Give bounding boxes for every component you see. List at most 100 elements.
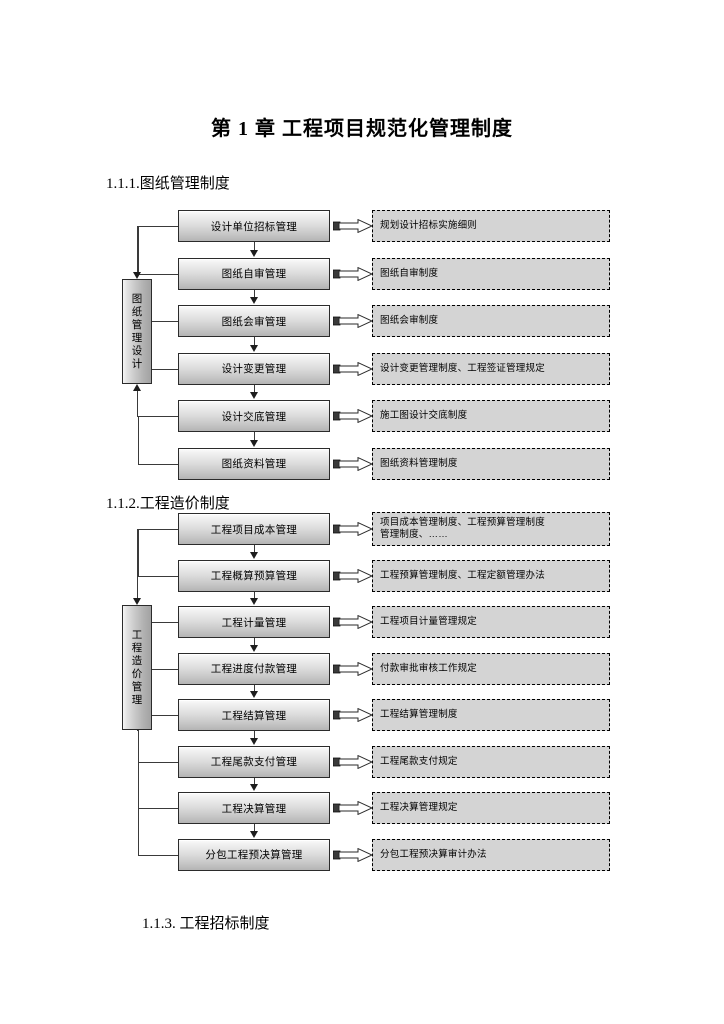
note-text: 项目成本管理制度、工程预算管理制度管理制度、……	[380, 517, 545, 541]
note-text: 付款审批审核工作规定	[380, 663, 477, 675]
note-line: 工程项目计量管理规定	[380, 616, 478, 627]
arrowhead-down-sequence	[249, 344, 258, 352]
rail-branch-line	[138, 463, 178, 465]
rail-drop-to-group	[137, 529, 138, 599]
process-box: 分包工程预决算管理	[178, 838, 330, 871]
sequence-line	[254, 337, 255, 346]
arrowhead-down-sequence	[249, 737, 258, 745]
note-text: 工程结算管理制度	[380, 709, 458, 721]
note-line: 工程尾款支付规定	[380, 755, 458, 767]
process-box: 图纸自审管理	[178, 257, 330, 290]
arrowhead-down-into-group	[132, 272, 141, 279]
flow-connector-arrow	[333, 522, 372, 536]
sequence-line	[254, 242, 255, 251]
sequence-line	[254, 731, 255, 739]
sequence-line	[254, 384, 255, 393]
note-box: 施工图设计交底制度	[372, 400, 610, 432]
rail-link-bottom	[137, 730, 139, 731]
note-line: 图纸自审制度	[380, 267, 439, 279]
note-line: 工程结算管理制度	[380, 709, 458, 720]
flow-connector-arrow	[333, 409, 372, 423]
note-text: 分包工程预决算审计办法	[380, 849, 487, 861]
note-text: 工程项目计量管理规定	[380, 616, 477, 628]
group-branch-line	[152, 668, 178, 670]
rail-branch-line	[138, 854, 178, 856]
section-heading-2: 1.1.2.工程造价制度	[106, 496, 230, 512]
rail-link-top	[137, 226, 138, 227]
note-box: 工程决算管理规定	[372, 792, 610, 824]
note-line: 分包工程预决算审计办法	[380, 848, 487, 860]
flow-connector-arrow	[333, 314, 372, 328]
rail-branch-line	[138, 761, 178, 763]
rail-link-top	[137, 529, 138, 530]
arrowhead-down-sequence	[249, 644, 258, 652]
sequence-line	[254, 824, 255, 832]
process-box: 工程尾款支付管理	[178, 745, 330, 778]
arrowhead-down-sequence	[249, 392, 258, 399]
note-box: 图纸资料管理制度	[372, 447, 610, 480]
arrowhead-down-sequence	[249, 598, 258, 605]
note-box: 分包工程预决算审计办法	[372, 838, 610, 871]
rail-link-bottom	[137, 416, 138, 417]
group-label-box-2: 工程造价管理	[122, 605, 152, 730]
note-text: 工程尾款支付规定	[380, 756, 458, 768]
sequence-line	[254, 591, 255, 599]
sequence-line	[254, 684, 255, 692]
note-box: 规划设计招标实施细则	[372, 210, 610, 242]
note-box: 工程结算管理制度	[372, 699, 610, 731]
process-box: 工程计量管理	[178, 606, 330, 638]
note-line: 规划设计招标实施细则	[380, 220, 478, 231]
note-box: 工程预算管理制度、工程定额管理办法	[372, 559, 610, 592]
arrowhead-down-sequence	[249, 784, 258, 791]
arrowhead-down-sequence	[249, 691, 258, 698]
note-line: 工程预算管理制度、工程定额管理办法	[380, 569, 545, 581]
flow-connector-arrow	[333, 361, 372, 376]
note-text: 施工图设计交底制度	[380, 410, 467, 422]
note-line: 施工图设计交底制度	[380, 410, 468, 421]
arrowhead-down-into-group	[132, 598, 141, 605]
note-box: 工程尾款支付规定	[372, 745, 610, 778]
rail-branch-line	[138, 529, 178, 530]
sequence-line	[254, 289, 255, 298]
note-line: 工程决算管理规定	[380, 802, 458, 813]
group-branch-line	[152, 622, 178, 623]
rail-branch-line	[138, 273, 178, 275]
group-label-box-1: 图纸管理设计	[122, 279, 152, 384]
note-text: 工程预算管理制度、工程定额管理办法	[380, 570, 545, 582]
note-line: 管理制度、……	[380, 529, 448, 540]
flow-connector-arrow	[333, 661, 372, 676]
process-box: 工程结算管理	[178, 699, 330, 731]
group-branch-line	[152, 368, 178, 370]
note-text: 工程决算管理规定	[380, 802, 458, 814]
process-box: 设计变更管理	[178, 352, 330, 385]
group-branch-line	[152, 321, 178, 322]
process-box: 图纸资料管理	[178, 447, 330, 480]
rail-rise-to-group	[137, 390, 138, 416]
rail-drop-to-group	[137, 226, 138, 273]
sequence-line	[254, 545, 255, 553]
flow-connector-arrow	[333, 754, 372, 769]
process-box: 设计交底管理	[178, 400, 330, 432]
sequence-line	[254, 638, 255, 646]
note-line: 付款审批审核工作规定	[380, 662, 478, 674]
section-heading-1: 1.1.1.图纸管理制度	[106, 176, 230, 192]
group-branch-line	[152, 715, 178, 716]
note-text: 图纸自审制度	[380, 268, 438, 280]
arrowhead-down-sequence	[249, 551, 258, 559]
flow-connector-arrow	[333, 801, 372, 815]
note-line: 图纸资料管理制度	[380, 457, 458, 469]
process-box: 工程项目成本管理	[178, 513, 330, 545]
note-box: 付款审批审核工作规定	[372, 652, 610, 685]
note-box: 图纸自审制度	[372, 257, 610, 290]
note-text: 规划设计招标实施细则	[380, 220, 477, 232]
note-line: 设计变更管理制度、工程签证管理规定	[380, 362, 545, 374]
arrowhead-down-sequence	[249, 249, 258, 257]
arrowhead-down-sequence	[249, 297, 258, 304]
sequence-line	[254, 432, 255, 441]
note-text: 图纸会审制度	[380, 315, 438, 327]
note-box: 项目成本管理制度、工程预算管理制度管理制度、……	[372, 512, 610, 546]
process-box: 工程进度付款管理	[178, 652, 330, 685]
flow-connector-arrow	[333, 615, 372, 629]
